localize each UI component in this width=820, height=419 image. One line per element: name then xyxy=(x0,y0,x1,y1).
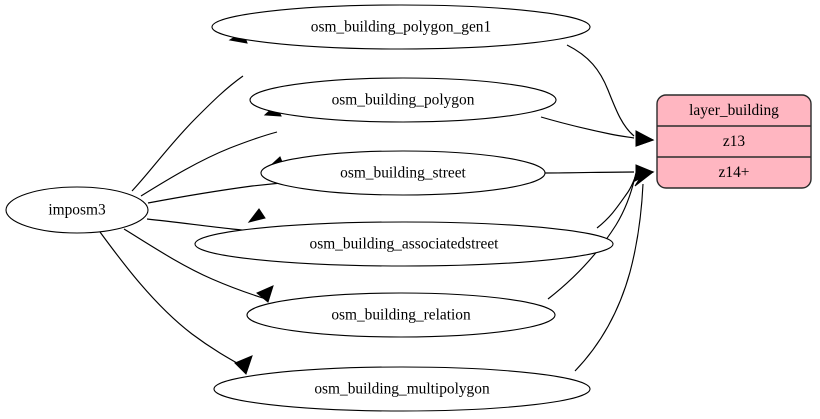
node-osm_building_relation[interactable]: osm_building_relation xyxy=(246,292,556,338)
node-label: osm_building_associatedstreet xyxy=(310,236,500,253)
record-row-zoom-z13: z13 xyxy=(723,133,746,150)
edge-path xyxy=(147,182,282,204)
edge-path xyxy=(540,116,635,139)
node-label: osm_building_polygon xyxy=(332,92,475,109)
edge-arrowhead-icon xyxy=(635,131,655,147)
node-label: osm_building_street xyxy=(340,165,466,182)
node-osm_building_multipolygon[interactable]: osm_building_multipolygon xyxy=(213,366,591,412)
node-label: osm_building_multipolygon xyxy=(314,381,490,398)
graph-edge-e6 xyxy=(99,231,253,375)
graph-edge-e5 xyxy=(123,228,274,303)
edge-arrowhead-icon xyxy=(634,171,654,187)
node-shape xyxy=(194,221,614,267)
edge-path xyxy=(131,75,244,192)
record-box xyxy=(656,94,812,189)
node-osm_building_street[interactable]: osm_building_street xyxy=(260,150,546,196)
edge-arrowhead-icon xyxy=(234,355,253,375)
nodes-layer: imposm3 osm_building_polygon_gen1 osm_buil… xyxy=(5,4,614,412)
record-row-layer-name: layer_building xyxy=(689,102,779,119)
edge-path xyxy=(123,228,267,300)
node-shape xyxy=(246,292,556,338)
edge-path xyxy=(544,171,635,174)
record-node-layer: layer_building z13 z14+ xyxy=(656,94,812,189)
graph-edge-e2 xyxy=(140,104,282,197)
edges-layer xyxy=(99,31,655,375)
node-shape xyxy=(211,4,591,50)
node-osm_building_polygon[interactable]: osm_building_polygon xyxy=(249,77,557,123)
graph-edge-e8 xyxy=(540,116,655,147)
edge-path xyxy=(566,44,635,137)
node-label: osm_building_relation xyxy=(331,307,471,324)
edge-path xyxy=(547,176,636,300)
edge-arrowhead-icon xyxy=(247,208,266,223)
node-shape xyxy=(260,150,546,196)
graph-edge-e11 xyxy=(547,167,655,300)
edge-path xyxy=(574,183,644,372)
node-shape xyxy=(213,366,591,412)
node-shape xyxy=(249,77,557,123)
node-label: osm_building_polygon_gen1 xyxy=(311,19,491,36)
node-imposm3[interactable]: imposm3 xyxy=(5,186,149,234)
edge-arrowhead-icon xyxy=(256,285,274,303)
node-layer_building[interactable]: layer_building z13 z14+ xyxy=(656,94,812,189)
node-osm_building_associatedstreet[interactable]: osm_building_associatedstreet xyxy=(194,221,614,267)
edge-path xyxy=(596,174,637,229)
node-osm_building_polygon_gen1[interactable]: osm_building_polygon_gen1 xyxy=(211,4,591,50)
edge-path xyxy=(140,131,278,197)
record-row-zoom-z14plus: z14+ xyxy=(719,164,750,181)
edge-path xyxy=(99,231,245,368)
node-label: imposm3 xyxy=(48,202,106,219)
graph-edge-e7 xyxy=(566,44,655,147)
graph-edge-e12 xyxy=(574,171,654,372)
node-shape xyxy=(5,186,149,234)
